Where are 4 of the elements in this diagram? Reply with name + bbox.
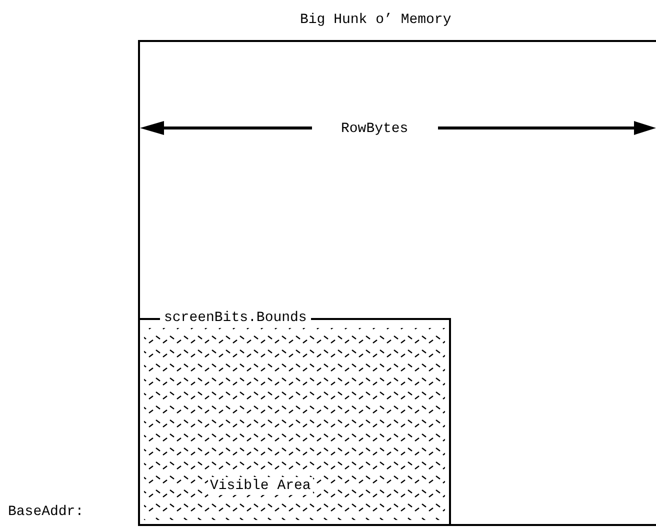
address-label: BaseAddr: bbox=[8, 503, 84, 521]
area-label: Visible Area bbox=[208, 477, 313, 495]
region-title: Big Hunk o’ Memory bbox=[300, 11, 452, 30]
dimension-label: RowBytes bbox=[341, 120, 408, 138]
